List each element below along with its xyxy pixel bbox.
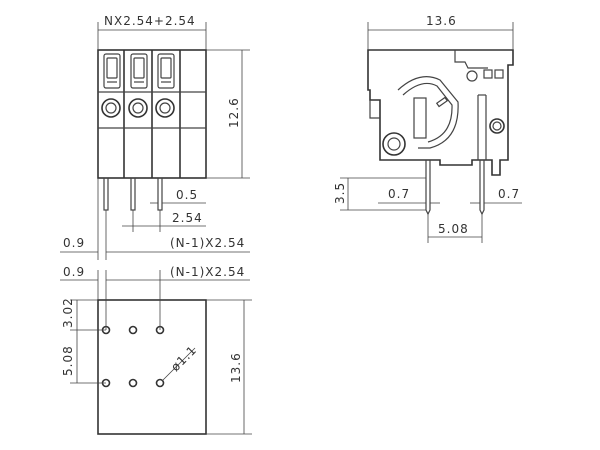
side-pin-right: [479, 160, 485, 216]
side-wire-entry-inner: [387, 137, 401, 151]
dim-pin-w-right: 0.7: [498, 187, 520, 201]
hole-5: [128, 378, 138, 388]
wire-entry-3: [155, 98, 175, 118]
dim-hole-dia: ø1.1: [168, 343, 199, 374]
lever-1: [103, 53, 121, 89]
dim-depth-bottom: 13.6: [229, 352, 243, 383]
dim-pin-width: 0.5: [176, 188, 198, 202]
dim-row-pitch: 5.08: [61, 345, 75, 376]
side-lever-tab: [435, 96, 449, 108]
side-body-outline: [367, 49, 514, 176]
side-right-circle-outer: [489, 118, 505, 134]
side-square-2: [494, 69, 504, 79]
dim-height-front: 12.6: [227, 97, 241, 128]
lever-3: [157, 53, 175, 89]
hole-2: [128, 325, 138, 335]
side-wire-entry-outer: [382, 132, 406, 156]
side-dimensions: 13.6 3.5 0.7 0.7 5.08: [333, 14, 522, 243]
hole-dia-leader: [161, 347, 196, 382]
front-pin-3: [157, 177, 163, 211]
bottom-outline: [97, 299, 207, 435]
bottom-dimensions: 0.9 (N-1)X2.54 3.02 5.08 ø1.1 13.6: [60, 265, 252, 435]
hole-6: [155, 378, 165, 388]
dim-pitch-total: NX2.54+2.54: [104, 14, 196, 28]
side-lever-arc: [397, 76, 459, 149]
side-pin-left: [425, 160, 431, 216]
dim-pin-len: 3.5: [333, 182, 347, 204]
front-view: [97, 49, 207, 211]
front-pin-2: [130, 177, 136, 211]
side-right-circle-inner: [492, 121, 502, 131]
side-square-1: [483, 69, 493, 79]
dim-row-offset: 3.02: [61, 297, 75, 328]
dim-pitch-n-1-b: (N-1)X2.54: [170, 265, 245, 279]
bottom-view: [97, 299, 207, 435]
front-dimensions: NX2.54+2.54 12.6 0.5 2.54 0.9 (N-1)X2.54: [60, 14, 250, 260]
dim-pin-w-left: 0.7: [388, 187, 410, 201]
dim-pin-pitch: 2.54: [172, 211, 203, 225]
side-lever-slot: [413, 97, 427, 139]
side-view: [367, 49, 514, 216]
dim-pin-spacing: 5.08: [438, 222, 469, 236]
side-left-recess: [369, 100, 380, 119]
dim-width-side: 13.6: [426, 14, 457, 28]
side-lever-inner: [402, 82, 453, 143]
wire-entry-1: [101, 98, 121, 118]
wire-entry-2: [128, 98, 148, 118]
front-pin-1: [103, 177, 109, 211]
side-top-notch: [454, 50, 488, 69]
dim-offset-1: 0.9: [63, 236, 85, 250]
lever-2: [130, 53, 148, 89]
dim-pitch-n-1: (N-1)X2.54: [170, 236, 245, 250]
dim-offset-2: 0.9: [63, 265, 85, 279]
side-small-circle: [466, 70, 478, 82]
